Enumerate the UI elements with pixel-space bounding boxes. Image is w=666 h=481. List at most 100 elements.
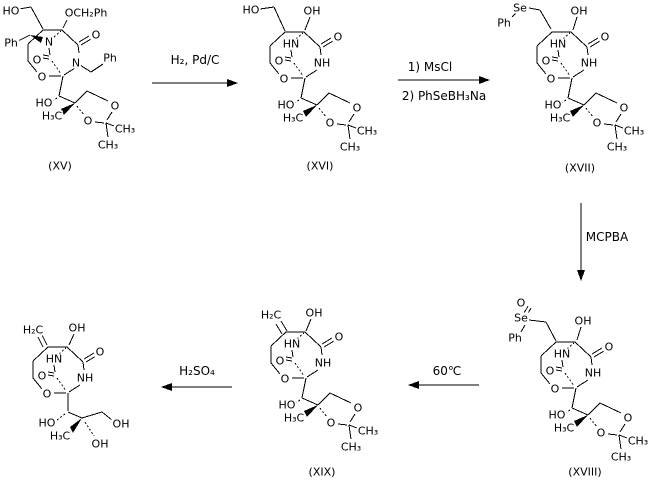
structure-xvii-extra-bonds xyxy=(511,7,578,31)
atom-label: O xyxy=(36,369,48,383)
atom-label: Ph xyxy=(102,51,118,65)
atom-label: HO xyxy=(34,96,54,110)
atom-label: HO xyxy=(276,98,296,112)
structure-xvi-extra-bonds xyxy=(259,6,311,32)
arrow-head-right xyxy=(479,76,490,84)
atom-label: O xyxy=(333,330,345,344)
atom-label: O xyxy=(515,296,527,310)
atom-label: OH xyxy=(304,306,324,320)
structure-xv-extra-bonds xyxy=(17,6,104,73)
atom-label: HN xyxy=(552,347,572,361)
atom-label: Se xyxy=(512,1,528,15)
atom-label: O xyxy=(41,387,53,401)
compound-label-xvii: (XVII) xyxy=(563,161,597,175)
atom-label: HO xyxy=(547,408,567,422)
atom-label: O xyxy=(599,30,611,44)
atom-label: H₂C xyxy=(259,308,283,322)
structure-product-extra-bonds xyxy=(37,333,113,437)
atom-label: CH₃ xyxy=(113,122,137,136)
arrow-4-condition: 60℃ xyxy=(431,364,463,378)
atom-label: NH xyxy=(312,56,332,70)
atom-label: O xyxy=(595,426,607,440)
atom-label: OH xyxy=(67,321,87,335)
arrow-head-left xyxy=(161,383,172,391)
atom-label: O xyxy=(603,340,615,354)
atom-label: HN xyxy=(281,37,301,51)
atom-label: O xyxy=(332,30,344,44)
structure-xix-extra-bonds xyxy=(275,318,312,335)
atom-label: Ph xyxy=(496,16,512,30)
atom-label: H₃C xyxy=(282,411,306,425)
atom-label: HN xyxy=(44,352,64,366)
atom-label: O xyxy=(94,345,106,359)
atom-label: O xyxy=(90,28,102,42)
atom-label: CH₃ xyxy=(605,140,629,154)
atom-label: O xyxy=(618,101,630,115)
reaction-arrow-3 xyxy=(577,203,585,281)
atom-label: CH₃ xyxy=(338,140,362,154)
atom-label: O xyxy=(352,401,364,415)
atom-label: OH xyxy=(302,4,322,18)
atom-label: Se xyxy=(513,311,529,325)
atom-label: CH₃ xyxy=(339,440,363,454)
atom-label: HN xyxy=(548,37,568,51)
atom-label: OH xyxy=(573,314,593,328)
reaction-arrow-4 xyxy=(408,381,479,389)
arrow-5-condition: H₂SO₄ xyxy=(178,364,216,378)
atom-label: CH₃ xyxy=(96,138,120,152)
atom-label: O xyxy=(545,72,557,86)
reaction-arrow-5 xyxy=(161,383,232,391)
atom-label: O xyxy=(622,411,634,425)
atom-label: H₃C xyxy=(548,111,572,125)
atom-label: NH xyxy=(579,56,599,70)
atom-label: O xyxy=(544,364,556,378)
atom-label: H₃C xyxy=(281,111,305,125)
compound-label-xix: (XIX) xyxy=(307,465,337,479)
atom-label: Ph xyxy=(507,331,523,345)
atom-label: HN xyxy=(282,337,302,351)
arrow-1-condition: H₂, Pd/C xyxy=(169,53,221,67)
atom-label: O xyxy=(325,416,337,430)
atom-label: H₃C xyxy=(40,109,64,123)
atom-label: HO xyxy=(37,416,57,430)
atom-label: Ph xyxy=(3,36,19,50)
atom-label: O xyxy=(82,114,94,128)
atom-label: N xyxy=(70,56,82,70)
atom-label: H₃C xyxy=(552,421,576,435)
arrow-head-right xyxy=(227,79,238,87)
atom-label: H₃C xyxy=(48,429,72,443)
atom-label: HO xyxy=(543,98,563,112)
atom-label: HO xyxy=(241,3,261,17)
atom-label: O xyxy=(549,382,561,396)
atom-label: O xyxy=(351,101,363,115)
atom-label: O xyxy=(324,116,336,130)
reaction-arrow-2 xyxy=(398,76,490,84)
atom-label: O xyxy=(109,99,121,113)
compound-label-xviii: (XVIII) xyxy=(567,465,603,479)
atom-label: O xyxy=(31,53,43,67)
arrow-head-down xyxy=(577,270,585,281)
atom-label: N xyxy=(43,35,55,49)
arrow-2-condition-line1: 1) MsCl xyxy=(406,60,454,74)
compound-label-xv: (XV) xyxy=(47,159,73,173)
atom-label: CH₃ xyxy=(622,124,646,138)
arrow-3-condition: MCPBA xyxy=(584,230,630,244)
atom-label: CH₃ xyxy=(356,424,380,438)
reaction-arrow-1 xyxy=(152,79,238,87)
arrow-head-left xyxy=(408,381,419,389)
atom-label: CH₃ xyxy=(609,450,633,464)
arrow-2-condition-line2: 2) PhSeBH₃Na xyxy=(400,89,488,103)
atom-label: NH xyxy=(313,356,333,370)
compound-label-xvi: (XVI) xyxy=(305,159,335,173)
atom-label: CH₃ xyxy=(626,434,650,448)
atom-label: O xyxy=(274,354,286,368)
atom-label: NH xyxy=(583,366,603,380)
atom-label: H₂C xyxy=(21,323,45,337)
atom-label: O xyxy=(591,116,603,130)
atom-label: OH xyxy=(569,4,589,18)
atom-label: CH₃ xyxy=(355,124,379,138)
atom-label: O xyxy=(278,72,290,86)
